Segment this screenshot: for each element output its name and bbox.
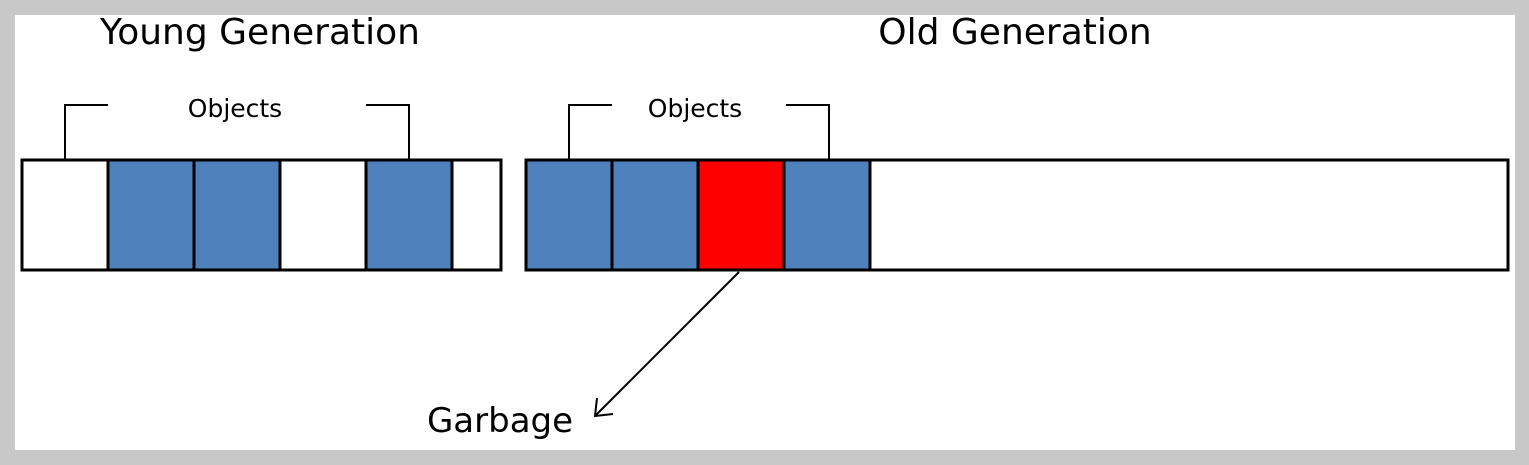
old-cell xyxy=(610,158,700,272)
young-bracket-right xyxy=(366,104,410,160)
young-bracket-left xyxy=(64,104,108,160)
arrowhead-icon xyxy=(593,397,614,418)
young-cell xyxy=(450,158,503,272)
young-cell xyxy=(278,158,368,272)
garbage-arrow-line xyxy=(595,271,740,416)
young-cell xyxy=(106,158,196,272)
garbage-arrow xyxy=(593,271,740,418)
old-objects-bracket: Objects xyxy=(568,94,830,160)
old-generation-bar xyxy=(524,158,1510,272)
old-cell xyxy=(696,158,786,272)
young-objects-label: Objects xyxy=(188,94,282,123)
old-cell xyxy=(524,158,614,272)
young-generation-bar xyxy=(20,158,503,272)
young-cell xyxy=(20,158,110,272)
old-objects-label: Objects xyxy=(648,94,742,123)
young-objects-bracket: Objects xyxy=(64,94,410,160)
young-generation-title: Young Generation xyxy=(99,12,420,53)
old-bracket-left xyxy=(568,104,612,160)
old-cell xyxy=(868,158,1510,272)
old-cell xyxy=(782,158,872,272)
garbage-label: Garbage xyxy=(427,401,573,441)
young-cell xyxy=(192,158,282,272)
young-cell xyxy=(364,158,454,272)
old-generation-title: Old Generation xyxy=(878,12,1151,53)
old-bracket-right xyxy=(786,104,830,160)
